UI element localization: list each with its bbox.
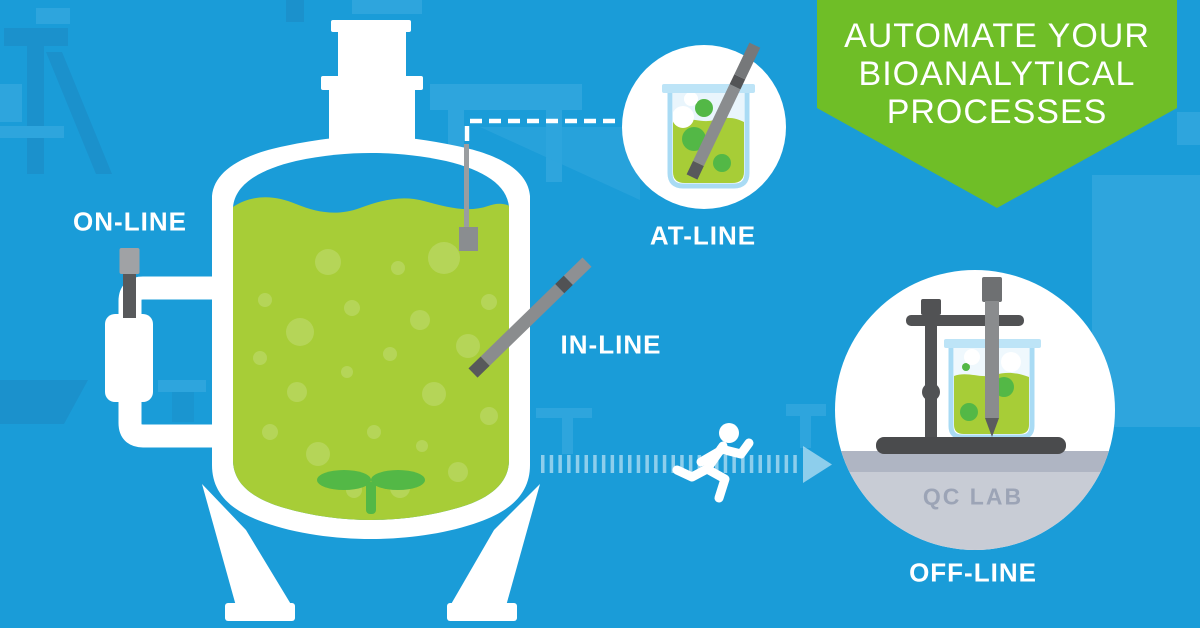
off-line-probe-icon [982,277,1002,437]
tank-lid [338,30,406,78]
at-line-circle [622,42,786,209]
dotted-transfer-line-icon [541,423,832,503]
on-line-analyzer-housing [105,314,153,402]
stand-base [876,437,1066,454]
arrow-right-icon [803,446,832,483]
on-line-probe-icon [119,248,140,318]
tank-leg-right [450,484,540,606]
dashed-transfer-line-icon [464,118,620,144]
banner-line-1: AUTOMATE YOUR [844,17,1150,55]
tank-leg-left [202,484,292,606]
culture-liquid [233,197,509,520]
banner-ribbon-icon [817,0,1177,208]
qc-lab-label: QC LAB [922,483,1024,510]
banner-line-3: PROCESSES [886,93,1108,131]
banner-line-2: BIOANALYTICAL [858,55,1136,93]
at-line-probe-icon [686,42,761,180]
in-line-label: IN-LINE [560,329,662,360]
runner-icon [672,423,754,503]
on-line-loop [105,248,216,448]
background-lab-silhouettes [0,0,1200,454]
tank-flange [321,76,423,90]
tank-foot-right [447,603,517,621]
off-line-circle [835,270,1115,550]
on-line-label: ON-LINE [73,206,187,237]
headspace-sensor-icon [459,144,478,251]
tank-foot-left [225,603,295,621]
tank-neck [329,88,415,142]
bioreactor-tank-icon [202,20,540,621]
tank-lid-cap [331,20,411,32]
impeller-icon [317,470,425,514]
at-line-label: AT-LINE [649,220,757,251]
in-line-probe-icon [468,257,592,378]
off-line-label: OFF-LINE [909,557,1037,588]
banner-headline: AUTOMATE YOUR BIOANALYTICAL PROCESSES [817,17,1177,131]
